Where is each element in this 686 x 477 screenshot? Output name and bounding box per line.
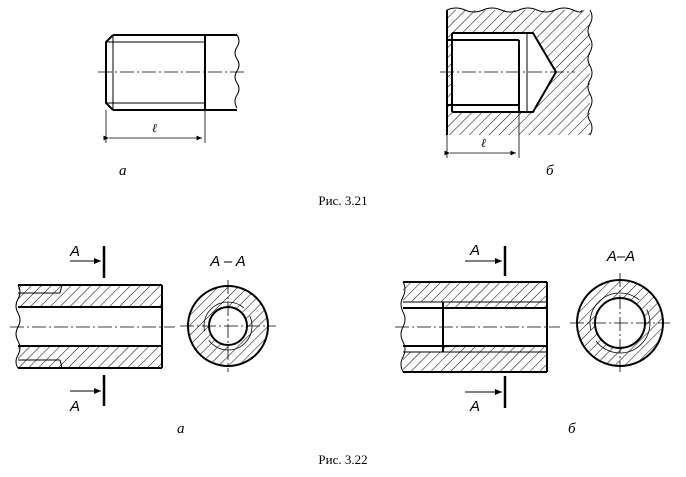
cut-label-top: A <box>469 242 480 259</box>
dimension-label: ℓ <box>152 121 157 135</box>
fig-3-22-b-section-view: A–A <box>570 248 670 372</box>
fig-3-22-a-rod-section: A A <box>10 243 175 415</box>
subfigure-label-b: б <box>546 163 554 179</box>
cut-label-bottom: A <box>69 398 80 415</box>
cut-label-bottom: A <box>469 398 480 415</box>
section-title: A–A <box>606 248 635 265</box>
subfigure-label-b: б <box>568 421 576 437</box>
subfigure-label-a: а <box>119 163 127 179</box>
cut-label-top: A <box>69 243 80 260</box>
fig-3-21-b-threaded-hole: ℓ <box>440 7 593 158</box>
figure-caption-3-21: Рис. 3.21 <box>318 193 367 208</box>
figure-caption-3-22: Рис. 3.22 <box>318 452 367 467</box>
fig-3-21-a-rod-thread: ℓ <box>98 34 245 143</box>
section-title: A – A <box>209 253 246 270</box>
fig-3-22-b-hole-section: A A <box>395 242 560 415</box>
subfigure-label-a: а <box>177 421 185 437</box>
fig-3-22-a-section-view: A – A <box>180 253 276 372</box>
dimension-label: ℓ <box>481 136 486 150</box>
